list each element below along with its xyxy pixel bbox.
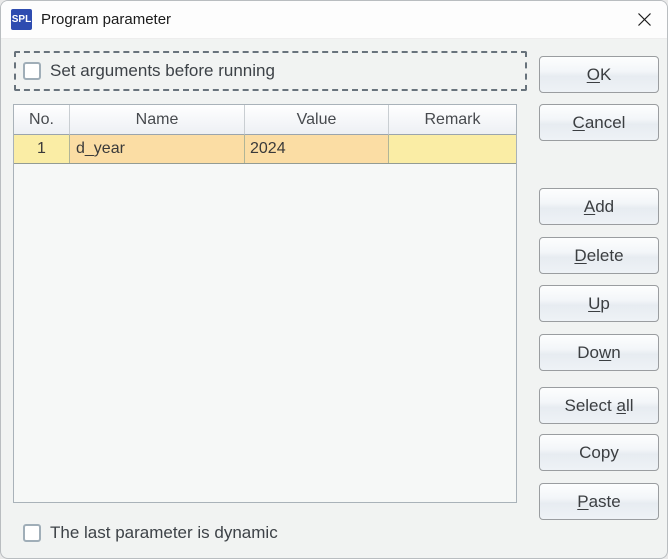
close-button[interactable]: [621, 1, 667, 38]
set-arguments-checkbox[interactable]: Set arguments before running: [14, 51, 527, 91]
dialog-title: Program parameter: [41, 11, 172, 28]
column-header-remark: Remark: [389, 105, 516, 135]
table-row: 1 d_year 2024: [14, 135, 516, 164]
set-arguments-label: Set arguments before running: [50, 61, 275, 80]
parameter-table: No. Name Value Remark 1 d_year 2024: [13, 104, 517, 503]
column-header-value: Value: [245, 105, 389, 135]
last-parameter-dynamic-checkbox[interactable]: The last parameter is dynamic: [23, 523, 278, 543]
cell-no[interactable]: 1: [14, 135, 70, 163]
checkbox-unchecked-icon[interactable]: [23, 524, 41, 542]
close-icon: [637, 13, 651, 26]
cell-remark[interactable]: [389, 135, 516, 163]
table-empty-area: [14, 164, 516, 502]
spl-app-icon: SPL: [11, 9, 32, 30]
column-header-name: Name: [70, 105, 245, 135]
titlebar[interactable]: SPL Program parameter: [1, 1, 667, 39]
cell-name[interactable]: d_year: [70, 135, 245, 163]
table-header-row: No. Name Value Remark: [14, 105, 516, 135]
column-header-no: No.: [14, 105, 70, 135]
checkbox-unchecked-icon[interactable]: [23, 62, 41, 80]
copy-button[interactable]: Copy: [539, 434, 659, 471]
cell-value[interactable]: 2024: [245, 135, 389, 163]
last-parameter-dynamic-label: The last parameter is dynamic: [50, 523, 278, 542]
